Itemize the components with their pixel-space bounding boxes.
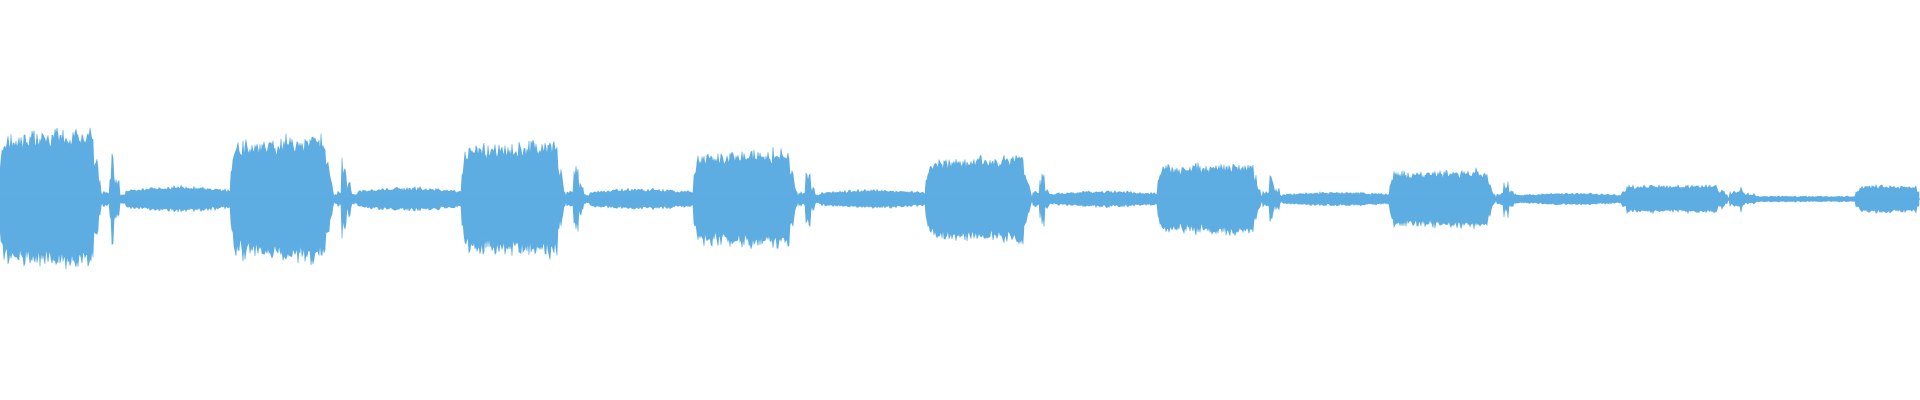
audio-waveform[interactable] bbox=[0, 0, 1920, 400]
waveform-view[interactable] bbox=[0, 0, 1920, 400]
